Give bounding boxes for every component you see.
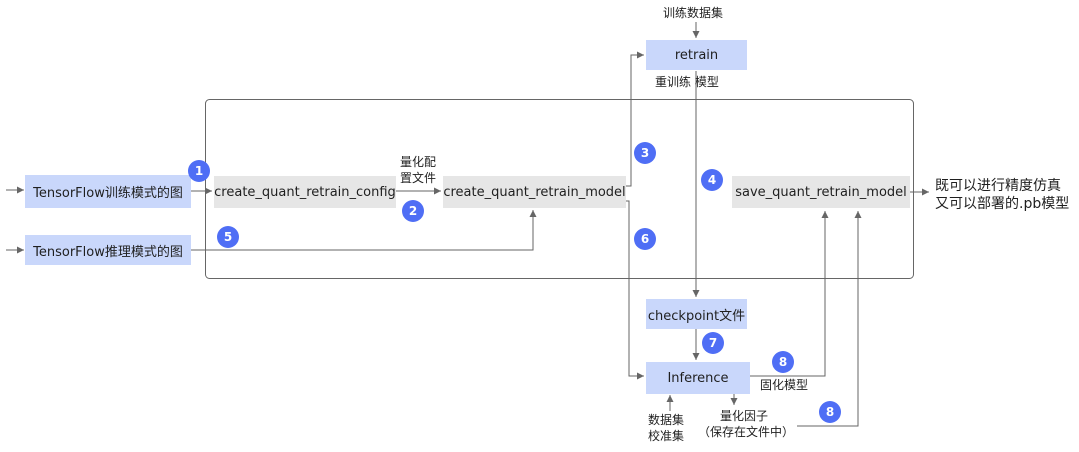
tensorflow-infer-graph-box: TensorFlow推理模式的图 — [25, 235, 191, 265]
calibration-dataset-label: 数据集 校准集 — [648, 412, 684, 444]
step-badge-7: 7 — [702, 332, 724, 354]
freeze-model-label: 固化模型 — [760, 378, 809, 392]
checkpoint-file-box: checkpoint文件 — [646, 299, 747, 329]
step-badge-3: 3 — [634, 142, 656, 164]
retrain-model-label: 重训练 模型 — [655, 75, 719, 89]
dataset-label-line2: 校准集 — [648, 429, 685, 443]
quant-factor-label-line1: 量化因子 — [720, 409, 769, 423]
arrow-infer-graph-to-model — [191, 210, 537, 251]
quant-config-label-line1: 量化配 — [400, 155, 437, 169]
arrow-model-to-retrain — [626, 51, 644, 187]
output-label-line1: 既可以进行精度仿真 — [935, 178, 1061, 194]
arrow-factor-to-save — [797, 211, 862, 427]
create-quant-retrain-config-box: create_quant_retrain_config — [214, 176, 396, 208]
quant-config-label-line2: 置文件 — [400, 171, 437, 185]
save-quant-retrain-model-box: save_quant_retrain_model — [732, 176, 910, 208]
step-badge-4: 4 — [701, 169, 723, 191]
quant-config-file-label: 量化配 置文件 — [400, 154, 436, 186]
step-badge-5: 5 — [217, 226, 239, 248]
output-model-label: 既可以进行精度仿真 又可以部署的.pb模型 — [935, 177, 1069, 213]
quant-factor-label-line2: （保存在文件中） — [698, 425, 795, 439]
tensorflow-train-graph-box: TensorFlow训练模式的图 — [25, 175, 191, 208]
dataset-label-line1: 数据集 — [648, 413, 685, 427]
arrow-inference-to-save — [750, 211, 829, 377]
retrain-box: retrain — [646, 40, 747, 70]
create-quant-retrain-model-box: create_quant_retrain_model — [443, 176, 626, 208]
step-badge-8a: 8 — [772, 351, 794, 373]
train-dataset-label: 训练数据集 — [663, 6, 724, 20]
step-badge-6: 6 — [634, 228, 656, 250]
quant-factor-label: 量化因子 （保存在文件中） — [698, 408, 794, 440]
inference-box: Inference — [646, 362, 750, 394]
step-badge-2: 2 — [402, 200, 424, 222]
step-badge-1: 1 — [188, 160, 210, 182]
step-badge-8b: 8 — [819, 401, 841, 423]
arrow-model-to-inference — [626, 200, 644, 380]
output-label-line2: 又可以部署的.pb模型 — [935, 196, 1070, 212]
